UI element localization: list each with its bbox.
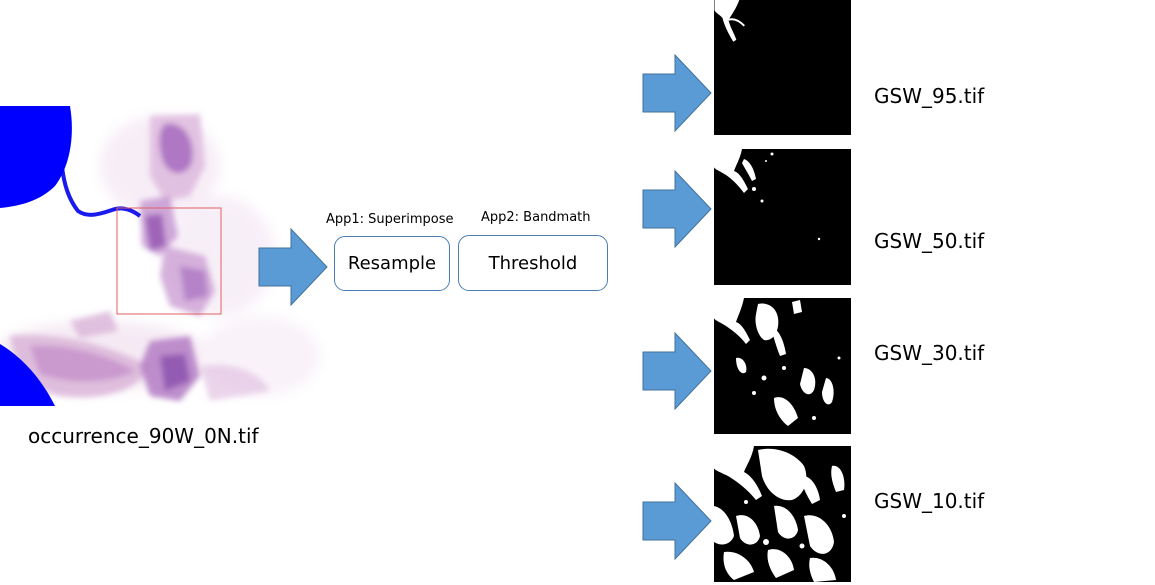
right-arrow-icon bbox=[642, 482, 712, 560]
app1-caption: App1: Superimpose bbox=[326, 212, 454, 227]
threshold-step-label: Threshold bbox=[488, 252, 578, 274]
threshold-step-box: Threshold bbox=[458, 235, 608, 291]
occurrence-map-image bbox=[0, 106, 320, 406]
gsw-10-label: GSW_10.tif bbox=[874, 489, 985, 513]
right-arrow-icon bbox=[258, 228, 328, 306]
source-file-label: occurrence_90W_0N.tif bbox=[28, 424, 259, 448]
resample-step-box: Resample bbox=[334, 236, 450, 291]
right-arrow-icon bbox=[642, 54, 712, 132]
gsw-50-image bbox=[714, 149, 851, 285]
app2-caption: App2: Bandmath bbox=[481, 210, 591, 225]
resample-step-label: Resample bbox=[347, 253, 437, 274]
gsw-30-image bbox=[714, 298, 851, 434]
gsw-30-label: GSW_30.tif bbox=[874, 341, 985, 365]
gsw-50-label: GSW_50.tif bbox=[874, 229, 985, 253]
gsw-10-image bbox=[714, 446, 851, 582]
gsw-95-image bbox=[714, 0, 851, 135]
right-arrow-icon bbox=[642, 332, 712, 410]
right-arrow-icon bbox=[642, 170, 712, 248]
gsw-95-label: GSW_95.tif bbox=[874, 84, 985, 108]
